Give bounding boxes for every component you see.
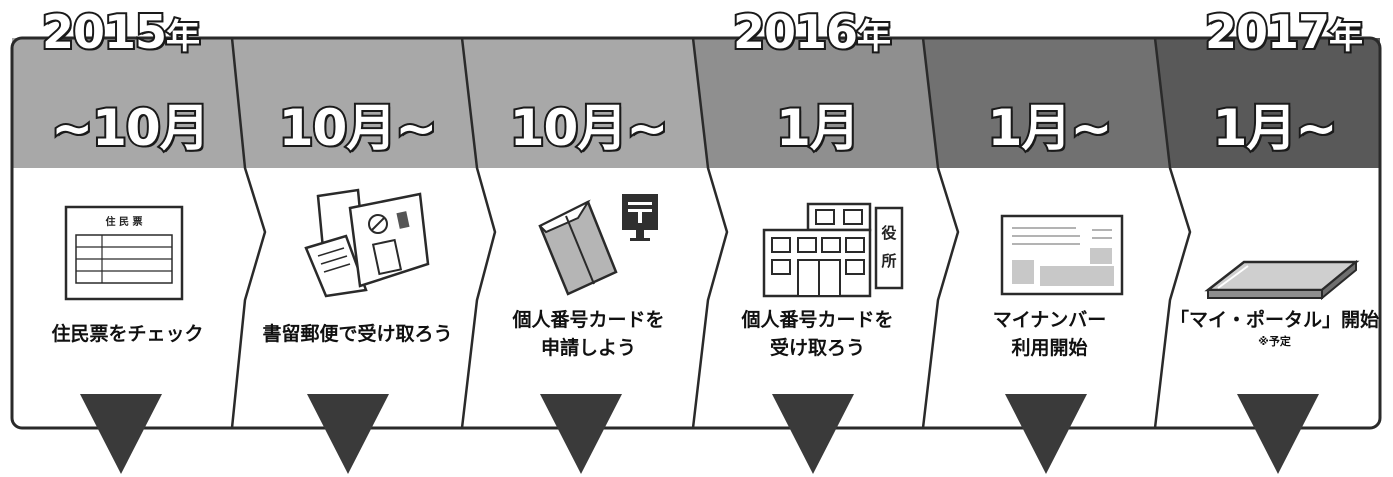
down-arrow-icon bbox=[307, 394, 389, 474]
label-line: マイナンバー bbox=[992, 309, 1107, 331]
step-label-1: 住民票をチェック bbox=[20, 320, 235, 348]
down-arrow-icon bbox=[80, 394, 162, 474]
chevron-separator bbox=[921, 37, 960, 429]
year-label-2017: 2017年 bbox=[1203, 0, 1365, 64]
label-line: 個人番号カードを bbox=[741, 309, 894, 331]
label-line: 「マイ・ポータル」開始 bbox=[1169, 309, 1379, 331]
year-number: 2017 bbox=[1203, 3, 1332, 61]
label-line: 住民票をチェック bbox=[51, 323, 204, 345]
step-label-5: マイナンバー 利用開始 bbox=[937, 306, 1162, 362]
step-label-2: 書留郵便で受け取ろう bbox=[245, 320, 470, 348]
chevron-separator bbox=[460, 37, 497, 429]
band-step-3 bbox=[462, 38, 708, 168]
card-title: 住 民 票 bbox=[106, 215, 143, 228]
year-suffix: 年 bbox=[1327, 15, 1365, 59]
label-line: 個人番号カードを bbox=[512, 309, 665, 331]
city-office-icon: 役 所 bbox=[762, 202, 904, 298]
year-label-2016: 2016年 bbox=[731, 0, 893, 64]
down-arrow-icon bbox=[772, 394, 854, 474]
period-label-step-5: 1月~ bbox=[986, 97, 1115, 159]
down-arrow-icon bbox=[1005, 394, 1087, 474]
resident-card-icon: 住 民 票 bbox=[64, 205, 184, 301]
laptop-icon bbox=[1204, 259, 1360, 301]
chevron-separator bbox=[230, 37, 267, 429]
year-suffix: 年 bbox=[164, 15, 202, 59]
band-step-6 bbox=[1155, 38, 1380, 168]
down-arrow-icon bbox=[1237, 394, 1319, 474]
down-arrow-icon bbox=[540, 394, 622, 474]
registered-mail-icon bbox=[304, 188, 430, 298]
outer-frame bbox=[10, 36, 1382, 430]
year-suffix: 年 bbox=[855, 15, 893, 59]
footnote-scheduled: ※予定 bbox=[1258, 335, 1291, 348]
sign-char: 役 bbox=[881, 224, 896, 242]
label-line: 利用開始 bbox=[1011, 337, 1088, 359]
period-label-step-2: 10月~ bbox=[277, 97, 439, 159]
year-label-2015: 2015年 bbox=[40, 0, 202, 64]
step-label-3: 個人番号カードを 申請しよう bbox=[476, 306, 701, 362]
step-label-4: 個人番号カードを 受け取ろう bbox=[705, 306, 930, 362]
chevron-separator bbox=[1153, 37, 1192, 429]
label-line: 申請しよう bbox=[540, 337, 636, 359]
label-line: 受け取ろう bbox=[769, 337, 865, 359]
period-label-step-6: 1月~ bbox=[1211, 97, 1340, 159]
chevron-separator bbox=[691, 37, 729, 429]
band-step-5 bbox=[923, 38, 1170, 168]
my-number-card-icon bbox=[1000, 214, 1124, 296]
year-number: 2016 bbox=[731, 3, 860, 61]
period-label-step-4: 1月 bbox=[774, 97, 862, 159]
band-step-4 bbox=[693, 38, 938, 168]
period-label-step-3: 10月~ bbox=[508, 97, 670, 159]
step-label-6: 「マイ・ポータル」開始 ※予定 bbox=[1167, 306, 1382, 350]
label-line: 書留郵便で受け取ろう bbox=[262, 323, 453, 345]
sign-char: 所 bbox=[881, 252, 896, 270]
envelope-mailbox-icon bbox=[538, 194, 658, 296]
year-number: 2015 bbox=[40, 3, 169, 61]
band-step-2 bbox=[232, 38, 477, 168]
period-label-step-1: ~10月 bbox=[49, 97, 211, 159]
band-step-1 bbox=[12, 38, 245, 168]
